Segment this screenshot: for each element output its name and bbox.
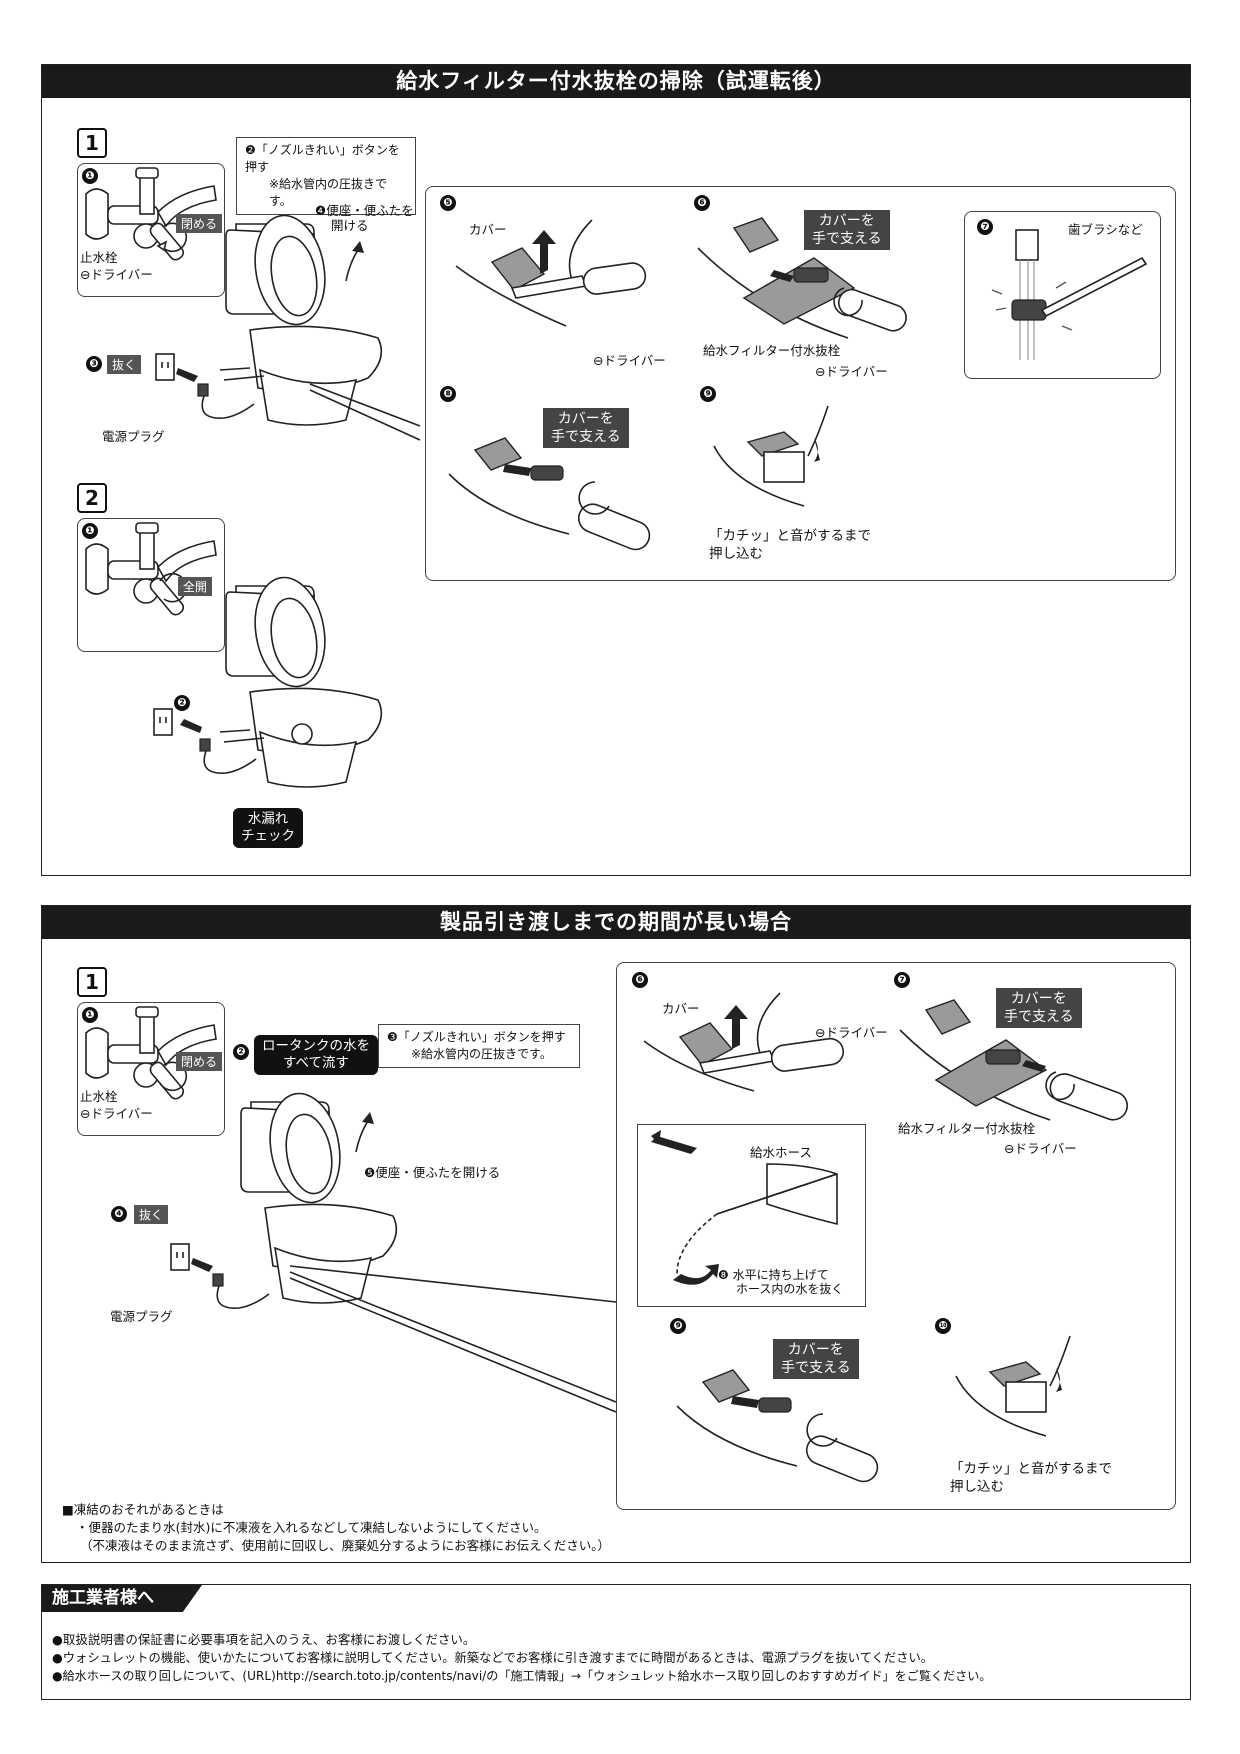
close-tag: 閉める: [176, 214, 223, 233]
s2-power-plug-label: 電源プラグ: [110, 1309, 173, 1324]
stopcock-inset-open: [77, 518, 225, 652]
hose-step-label: ❽ 水平に持ち上げて ホース内の水を抜く: [718, 1268, 844, 1296]
filter-insert-illustration-1: [448, 437, 651, 551]
installer-note-1: ●取扱説明書の保証書に必要事項を記入のうえ、お客様にお渡しください。: [52, 1632, 476, 1647]
power-plug-label: 電源プラグ: [102, 429, 165, 444]
substep-6: ❻: [694, 195, 710, 211]
freeze-line1: ・便器のたまり水(封水)に不凍液を入れるなどして凍結しないようにしてください。: [76, 1520, 547, 1535]
s2-substep-6: ❻: [632, 972, 648, 988]
installer-note-2: ●ウォシュレットの機能、使いかたについてお客様に説明してください。新築などでお客…: [52, 1651, 934, 1665]
freeze-heading: ■凍結のおそれがあるときは: [62, 1502, 224, 1517]
installer-notes: 施工業者様へ ●取扱説明書の保証書に必要事項を記入のうえ、お客様にお渡しください…: [41, 1584, 1191, 1700]
click-label-1: 「カチッ」と音がするまで 押し込む: [709, 528, 871, 562]
toilet-illustration-step2: [219, 576, 383, 788]
lid-arrows-1: [345, 241, 364, 282]
toilet-illustration-step1: [219, 214, 383, 426]
s2-step1-sub1-marker: ❶: [82, 1007, 98, 1023]
substep-8: ❽: [440, 386, 456, 402]
s2-filter-insert-illustration: [676, 1369, 879, 1483]
driver6-label: ⊖ドライバー: [815, 364, 888, 379]
s2-substep-9: ❾: [670, 1318, 686, 1334]
stopcock-illustration: [85, 167, 217, 261]
s2-unplug-tag: 抜く: [134, 1205, 169, 1224]
s2-cover-removal-illustration: [643, 992, 845, 1092]
rinse-illustration: [991, 229, 1148, 360]
s2-cover-label: カバー: [662, 1001, 700, 1016]
s2-substep-7: ❼: [894, 972, 910, 988]
s2-hold-cover-callout-9: カバーを 手で支える: [773, 1339, 859, 1379]
hold-cover-callout-8: カバーを 手で支える: [543, 408, 629, 448]
rinse-inset: [964, 211, 1161, 379]
unplug-marker: ❸: [86, 356, 102, 372]
s2-filter-label: 給水フィルター付水抜栓: [898, 1121, 1036, 1136]
step-number-2-1: 1: [77, 967, 107, 997]
s2-hold-cover-callout-7: カバーを 手で支える: [996, 988, 1082, 1028]
s2-cover-close-illustration: [955, 1335, 1071, 1437]
stopcock-illustration-2: [85, 1006, 217, 1100]
step-number-1: 1: [77, 128, 107, 158]
toilet-illustration-s2: [240, 1092, 398, 1304]
cover-close-illustration-1: [713, 405, 829, 507]
installer-notes-title: 施工業者様へ: [42, 1585, 202, 1612]
leak-check-label: 水漏れ チェック: [233, 808, 303, 848]
s2-stopcock-label: 止水栓: [80, 1086, 118, 1105]
step1-sub1-marker: ❶: [82, 168, 98, 184]
nozzle-button-note: ❷「ノズルきれい」ボタンを押す ※給水管内の圧抜きです。: [236, 137, 416, 215]
lid-arrows-2: [355, 1112, 374, 1153]
note-line1: ❷「ノズルきれい」ボタンを押す: [245, 143, 400, 174]
s2-driver7-label: ⊖ドライバー: [1004, 1141, 1077, 1156]
driver5-label: ⊖ドライバー: [593, 353, 666, 368]
filter-label-1: 給水フィルター付水抜栓: [703, 343, 841, 358]
step2-sub1-marker: ❶: [82, 523, 98, 539]
s2-driver-label: ⊖ドライバー: [80, 1103, 153, 1122]
s2-nozzle-button-note: ❸「ノズルきれい」ボタンを押す ※給水管内の圧抜きです。: [378, 1024, 580, 1068]
section-title: 給水フィルター付水抜栓の掃除（試運転後）: [42, 65, 1190, 98]
installer-note-3: ●給水ホースの取り回しについて、(URL)http://search.toto.…: [52, 1669, 992, 1683]
outlet-plug-illustration-1: [155, 353, 255, 419]
drain-tank-label: ロータンクの水を すべて流す: [254, 1035, 378, 1075]
open-lid-label: ❹便座・便ふたを 開ける: [315, 203, 414, 233]
driver-label: ⊖ドライバー: [80, 264, 153, 283]
drain-tank-marker: ❷: [233, 1044, 249, 1060]
s2-click-label: 「カチッ」と音がするまで 押し込む: [950, 1461, 1112, 1495]
s2-outlet-plug: [170, 1243, 270, 1309]
freeze-line2: （不凍液はそのまま流さず、使用前に回収し、廃棄処分するようにお客様にお伝えくださ…: [80, 1538, 611, 1553]
s2-filter-removal-illustration: [899, 999, 1129, 1121]
cover-removal-illustration: [455, 219, 647, 327]
open-full-tag: 全開: [178, 577, 213, 596]
s2-open-lid-label: ❺便座・便ふたを開ける: [364, 1165, 501, 1180]
s2-unplug-marker: ❹: [111, 1206, 127, 1222]
s2-substep-10: ❿: [935, 1318, 951, 1334]
step2-sub2-marker: ❷: [174, 695, 190, 711]
section-title-2: 製品引き渡しまでの期間が長い場合: [42, 906, 1190, 939]
outlet-plug-illustration-2: [153, 708, 257, 774]
s2-driver6-label: ⊖ドライバー: [815, 1025, 888, 1040]
s2-close-tag: 閉める: [176, 1052, 223, 1071]
note-line2: ※給水管内の圧抜きです。: [269, 177, 388, 208]
leader-lines-1: [309, 383, 421, 441]
filter-removal-illustration: [697, 217, 907, 339]
substep-5: ❺: [440, 195, 456, 211]
substep-9: ❾: [700, 386, 716, 402]
leader-lines-2: [289, 1265, 617, 1413]
stopcock-open-illustration: [85, 522, 217, 616]
stopcock-label: 止水栓: [80, 247, 118, 266]
step-number-2: 2: [77, 483, 107, 513]
toothbrush-label: 歯ブラシなど: [1068, 222, 1143, 237]
unplug-tag: 抜く: [107, 355, 142, 374]
hose-drain-illustration: [651, 1130, 838, 1285]
hold-cover-callout-6: カバーを 手で支える: [804, 210, 890, 250]
hose-label: 給水ホース: [750, 1145, 812, 1160]
substep-7: ❼: [977, 219, 993, 235]
cover-label: カバー: [469, 222, 507, 237]
